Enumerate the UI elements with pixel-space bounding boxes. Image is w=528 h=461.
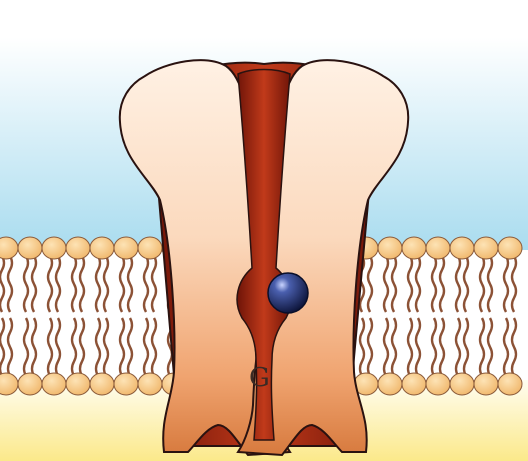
lipid-head: [138, 373, 162, 395]
lipid-head: [378, 237, 402, 259]
lipid-head: [426, 373, 450, 395]
lipid-head: [90, 237, 114, 259]
lipid-head: [474, 237, 498, 259]
lipid-head: [402, 373, 426, 395]
lipid-head: [66, 237, 90, 259]
ion-icon: [268, 273, 308, 313]
lipid-head: [114, 237, 138, 259]
lipid-head: [114, 373, 138, 395]
lipid-head: [138, 237, 162, 259]
lipid-head: [474, 373, 498, 395]
lipid-head: [402, 237, 426, 259]
lipid-head: [498, 373, 522, 395]
lipid-head: [66, 373, 90, 395]
lipid-head: [90, 373, 114, 395]
lipid-head: [18, 237, 42, 259]
gate-label: G: [249, 363, 270, 393]
lipid-head: [42, 237, 66, 259]
lipid-head: [42, 373, 66, 395]
lipid-head: [450, 237, 474, 259]
lipid-head: [498, 237, 522, 259]
lipid-head: [426, 237, 450, 259]
lipid-head: [18, 373, 42, 395]
lipid-head: [378, 373, 402, 395]
lipid-head: [450, 373, 474, 395]
